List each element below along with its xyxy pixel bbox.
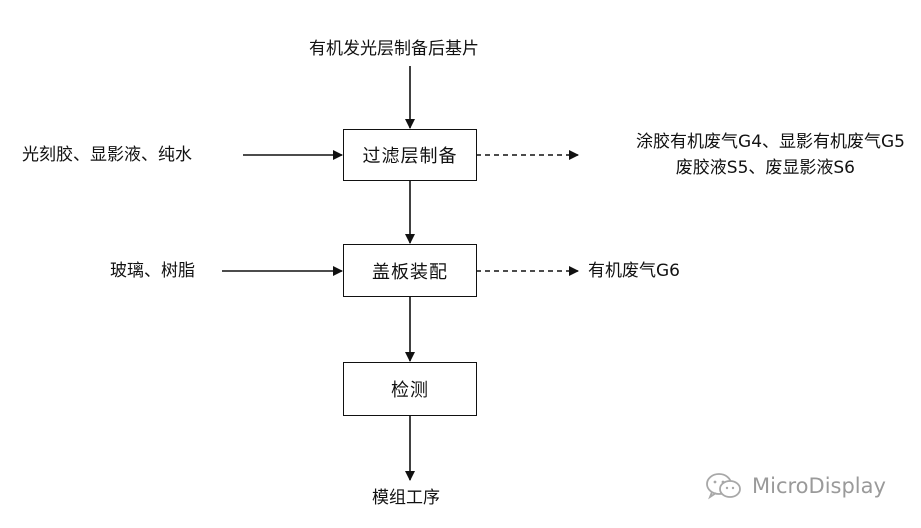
output-filter-line2: 废胶液S5、废显影液S6 xyxy=(675,158,855,178)
wechat-icon xyxy=(706,473,741,500)
input-filter-label: 光刻胶、显影液、纯水 xyxy=(22,145,192,165)
step-cover-label: 盖板装配 xyxy=(372,261,448,283)
step-inspect-label: 检测 xyxy=(391,380,429,401)
watermark-text: MicroDisplay xyxy=(752,474,886,498)
step-filter-box: 过滤层制备 xyxy=(343,129,477,181)
input-top-label: 有机发光层制备后基片 xyxy=(309,39,479,59)
step-inspect-box: 检测 xyxy=(343,362,477,416)
input-cover-label: 玻璃、树脂 xyxy=(110,261,195,281)
step-filter-label: 过滤层制备 xyxy=(362,146,458,167)
output-filter-line1: 涂胶有机废气G4、显影有机废气G5 xyxy=(636,132,905,152)
watermark: MicroDisplay xyxy=(704,470,886,502)
output-bottom-label: 模组工序 xyxy=(372,488,440,508)
output-cover-label: 有机废气G6 xyxy=(588,261,680,281)
step-cover-box: 盖板装配 xyxy=(343,244,477,297)
